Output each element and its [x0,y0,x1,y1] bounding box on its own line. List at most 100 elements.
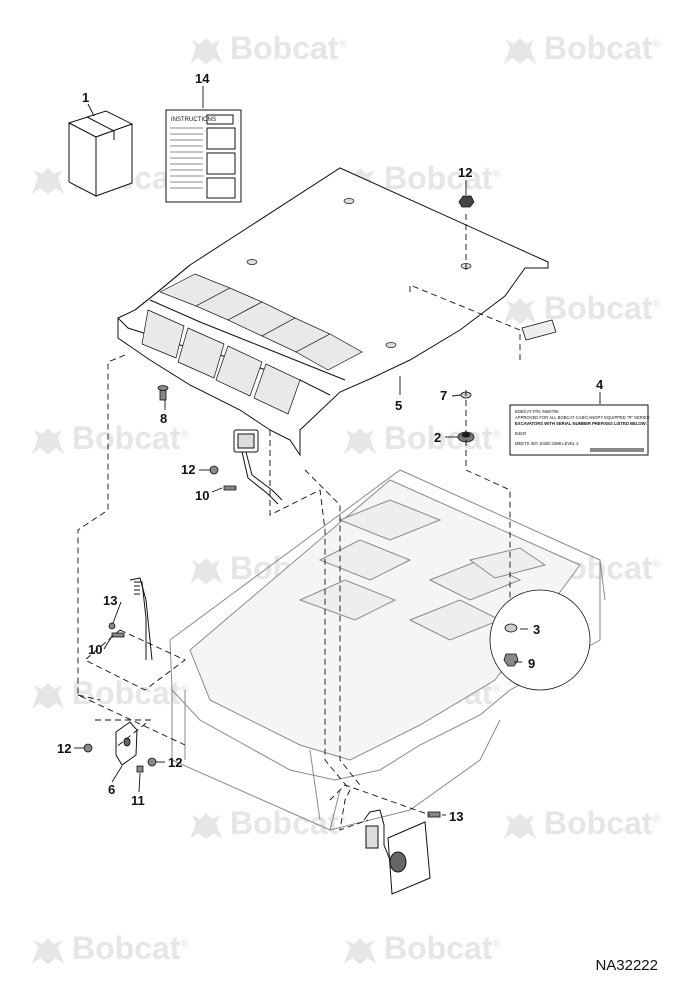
callout-9: 9 [528,656,535,671]
part-5-canopy-roof [117,167,549,457]
watermark-mark: ® [492,683,501,696]
bobcat-logo-icon [28,424,68,458]
work-light [233,429,283,505]
watermark-text: Bobcat [72,420,181,456]
callout-12-bracket-left: 12 [57,741,71,756]
roof-holes [246,198,472,348]
bobcat-watermark: Bobcat® [186,30,347,68]
bobcat-logo-icon [340,424,380,458]
watermark-mark: ® [180,938,189,951]
callout-7: 7 [440,388,447,403]
part-12-nut-light [209,465,219,475]
bobcat-watermark: Bobcat® [500,290,661,328]
bobcat-logo-icon [28,934,68,968]
part-12-nut-top [458,195,475,208]
watermark-text: Bobcat [544,290,653,326]
callout-3: 3 [533,622,540,637]
part-9-bolt [503,653,519,667]
callout-6: 6 [108,782,115,797]
callout-11: 11 [131,793,145,808]
bobcat-watermark: Bobcat® [28,420,189,458]
part-8-bolt [157,385,169,401]
bobcat-logo-icon [28,164,68,198]
callout-13-mirror: 13 [449,809,463,824]
callout-10-light: 10 [195,488,209,503]
watermark-text: Bobcat [544,30,653,66]
bobcat-logo-icon [500,34,540,68]
callout-12-top: 12 [458,165,472,180]
bobcat-logo-icon [500,294,540,328]
watermark-text: Bobcat [544,805,653,841]
watermark-mark: ® [652,558,661,571]
watermark-text: Bobcat [230,30,339,66]
watermark-text: Bobcat [384,160,493,196]
watermark-mark: ® [492,428,501,441]
decal-line-1: BOBCAT P/N: 6660706 [515,409,559,414]
left-fasteners [108,622,125,638]
watermark-mark: ® [338,813,347,826]
bobcat-logo-icon [186,554,226,588]
part-6-fasteners [83,743,157,773]
assembly-guidelines [77,214,521,831]
watermark-mark: ® [180,428,189,441]
watermark-text: Bobcat [230,805,339,841]
callout-2: 2 [434,430,441,445]
watermark-mark: ® [652,298,661,311]
callout-5: 5 [395,398,402,413]
bobcat-logo-icon [340,934,380,968]
bobcat-logo-icon [28,679,68,713]
leader-lines [74,86,601,816]
drawing-code: NA32222 [595,957,658,974]
part-6-bracket [115,721,138,766]
watermark-mark: ® [652,38,661,51]
callout-8: 8 [160,411,167,426]
callout-14: 14 [195,71,210,86]
part-1-kit-box [67,110,134,197]
bobcat-logo-icon [186,34,226,68]
callout-10-left: 10 [88,642,102,657]
decal-line-5: MEETS ISO 10262:1998 LEVEL 2 [515,441,579,446]
mirror-assembly [363,809,431,895]
cab-frame [169,469,606,831]
part-11-bolt [136,765,144,773]
part-3-washer [504,623,518,633]
decal-line-3: EXCAVATORS WITH SERIAL NUMBER PREFIXES L… [515,421,647,426]
callout-13-left: 13 [103,593,117,608]
bobcat-watermark: Bobcat® [186,805,347,843]
watermark-mark: ® [652,813,661,826]
decal-line-4: B4CR [515,431,526,436]
bobcat-watermark: Bobcat® [500,805,661,843]
part-14-instructions-manual [165,109,242,203]
decal-line-2: APPROVED FOR ALL BOBCAT CAB/CANOPY EQUIP… [515,415,650,420]
watermark-mark: ® [492,938,501,951]
callout-4: 4 [596,377,604,392]
watermark-mark: ® [338,38,347,51]
detail-inset-circle [489,589,591,691]
part-10-bolt-left [111,632,125,638]
part-13-nut-left [108,622,116,630]
callout-1: 1 [82,90,89,105]
watermark-text: Bobcat [72,930,181,966]
watermark-text: Bobcat [384,420,493,456]
watermark-mark: ® [180,683,189,696]
roof-rib-pattern [141,273,363,415]
bobcat-logo-icon [500,809,540,843]
watermark-text: Bobcat [384,930,493,966]
part-13-bolt-mirror [427,811,441,818]
part-12-nut-bracket-right [147,757,157,767]
bobcat-watermark: Bobcat® [28,930,189,968]
part-12-nut-bracket-left [83,743,93,753]
callout-12-light: 12 [181,462,195,477]
instructions-title: INSTRUCTIONS [171,117,216,123]
bobcat-logo-icon [186,809,226,843]
small-decal [521,319,557,341]
bobcat-watermark: Bobcat® [340,930,501,968]
callout-12-bracket-right: 12 [168,755,182,770]
mirror-arm-left [129,577,153,661]
watermark-mark: ® [492,168,501,181]
bobcat-watermark: Bobcat® [500,30,661,68]
part-4-decal: BOBCAT P/N: 6660706 APPROVED FOR ALL BOB… [509,404,650,456]
bobcat-watermark: Bobcat® [340,420,501,458]
